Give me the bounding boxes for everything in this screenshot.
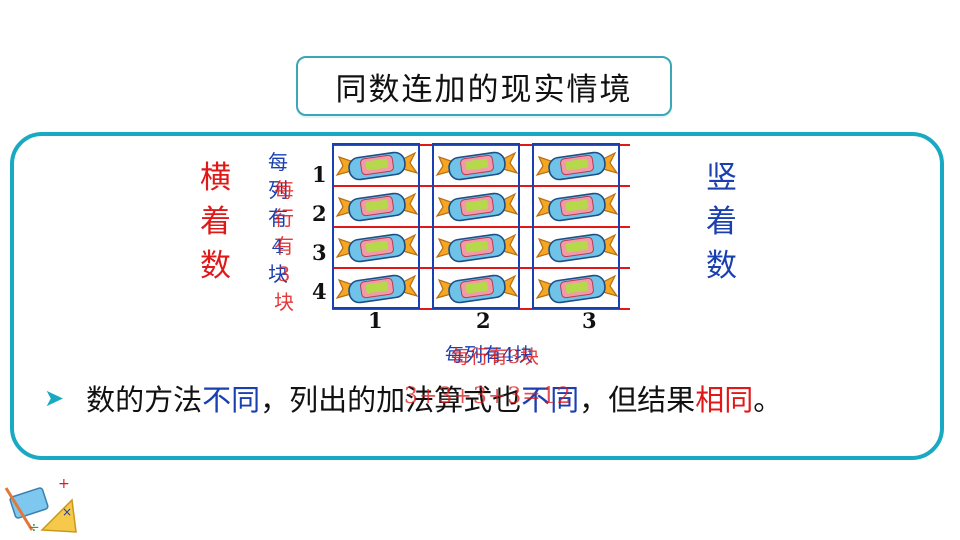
label-char: 4	[271, 234, 285, 258]
label-char: 有	[268, 206, 288, 230]
column-outline	[432, 143, 520, 309]
label-char: 行	[274, 206, 294, 230]
candy-icon	[434, 146, 520, 184]
right-char: 着	[706, 204, 737, 240]
left-char: 数	[200, 248, 231, 284]
row-divider	[332, 267, 630, 269]
right-char: 数	[706, 248, 737, 284]
candy-icon	[334, 228, 420, 266]
column-number: 1	[368, 308, 383, 333]
candy-icon	[534, 146, 620, 184]
statement-text: ，但结果	[579, 383, 696, 417]
statement-text: 数的方法	[86, 383, 203, 417]
label-char: 块	[268, 262, 288, 286]
bottom-labels: 每列有4块 每行有3块	[424, 340, 554, 370]
statement-highlight-different: 不同	[521, 383, 580, 417]
candy-icon	[334, 146, 420, 184]
row-number: 4	[312, 279, 327, 304]
candy-grid	[332, 143, 630, 310]
candy-icon	[334, 269, 420, 307]
left-char: 横	[200, 160, 231, 196]
per-column-label: 每 列 有 4 块	[268, 148, 288, 288]
column-number: 3	[582, 308, 597, 333]
label-char: 3	[277, 262, 291, 286]
row-divider	[332, 226, 630, 228]
svg-text:×: ×	[62, 505, 72, 519]
row-divider	[332, 144, 630, 146]
row-divider	[332, 185, 630, 187]
per-row-bottom-label: 每行有3块	[450, 346, 540, 368]
column-number: 2	[476, 308, 491, 333]
row-number: 1	[312, 162, 327, 187]
candy-icon	[334, 187, 420, 225]
stationery-icon: + ÷ ×	[4, 476, 77, 536]
row-number: 2	[312, 201, 327, 226]
statement-highlight-different: 不同	[202, 383, 261, 417]
per-row-label: 每 行 有 3 块	[274, 176, 294, 316]
statement-text: ，列出的加法算式也	[260, 383, 522, 417]
left-char: 着	[200, 204, 231, 240]
per-column-bottom-label: 每列有4块	[444, 344, 534, 366]
candy-icon	[434, 269, 520, 307]
count-horizontally-label: 横 着 数	[200, 156, 231, 288]
label-char: 列	[268, 178, 288, 202]
candy-icon	[434, 228, 520, 266]
row-divider	[332, 308, 630, 310]
count-vertically-label: 竖 着 数	[706, 156, 737, 288]
candy-icon	[534, 269, 620, 307]
page-title: 同数连加的现实情境	[296, 56, 672, 116]
right-char: 竖	[706, 160, 737, 196]
statement-highlight-same: 相同	[695, 383, 754, 417]
column-outline	[332, 143, 420, 309]
row-number: 3	[312, 240, 327, 265]
label-char: 每	[268, 150, 288, 174]
label-char: 块	[274, 290, 294, 314]
svg-text:+: +	[58, 476, 70, 492]
triangle-arrow-icon: ➤	[44, 384, 65, 412]
label-char: 每	[274, 178, 294, 202]
overlay-equation: 3+3+3+3=12	[404, 384, 572, 409]
conclusion-statement: ➤ 数的方法不同，列出的加法算式也不同，但结果相同。	[44, 378, 944, 418]
candy-icon	[534, 187, 620, 225]
candy-icon	[434, 187, 520, 225]
svg-text:÷: ÷	[28, 520, 40, 536]
candy-icon	[534, 228, 620, 266]
statement-text: 。	[753, 383, 783, 417]
column-outline	[532, 143, 620, 309]
label-char: 有	[274, 234, 294, 258]
